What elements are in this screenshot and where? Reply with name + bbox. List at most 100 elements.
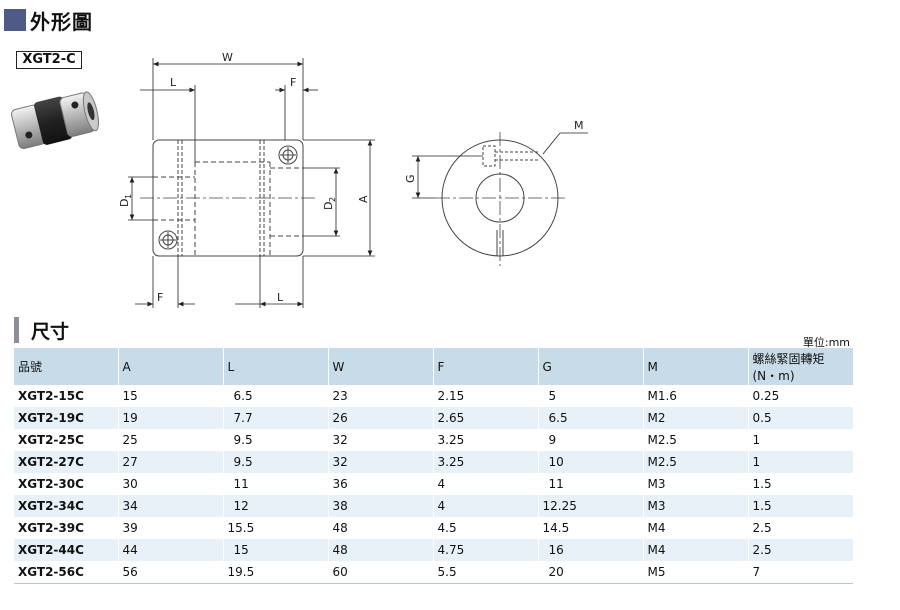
table-cell: 5 (537, 385, 643, 407)
section-title: 外形圖 (30, 9, 93, 34)
table-cell: 4.75 (432, 539, 538, 561)
svg-text:D: D (118, 199, 131, 207)
dimensions-header: 尺寸 (14, 313, 69, 343)
table-cell: 2.5 (747, 517, 853, 539)
column-header: G (537, 348, 643, 385)
table-cell: 32 (327, 451, 433, 473)
svg-text:D: D (322, 202, 335, 210)
dim-label-l-bottom: L (277, 291, 284, 304)
table-cell: 38 (327, 495, 433, 517)
part-number-cell: XGT2-30C (18, 477, 84, 491)
table-cell: 10 (537, 451, 643, 473)
model-label: XGT2-C (16, 51, 82, 69)
part-number-cell: XGT2-56C (14, 561, 118, 584)
table-cell: M2 (642, 407, 748, 429)
table-cell: 5.5 (432, 561, 538, 584)
table-cell: 1.5 (747, 495, 853, 517)
table-cell: M1.6 (642, 385, 748, 407)
table-cell: 9 (537, 429, 643, 451)
table-cell: 44 (117, 539, 223, 561)
table-cell: M3 (642, 473, 748, 495)
table-cell: 1 (747, 429, 853, 451)
table-cell: 48 (327, 517, 433, 539)
dim-label-m: M (574, 119, 584, 132)
svg-text:2: 2 (328, 197, 337, 202)
table-cell: 23 (327, 385, 433, 407)
table-cell: 19.5 (222, 561, 328, 584)
dim-label-d2: D 2 (322, 197, 337, 210)
table-cell: M4 (642, 539, 748, 561)
table-cell: 60 (327, 561, 433, 584)
part-number-cell: XGT2-39C (18, 521, 84, 535)
table-cell: 2.15 (432, 385, 538, 407)
table-cell: 16 (537, 539, 643, 561)
table-cell: 26 (327, 407, 433, 429)
table-cell: 2.65 (432, 407, 538, 429)
dimensions-marker-icon (14, 317, 19, 343)
table-cell: M4 (642, 517, 748, 539)
table-cell: 32 (327, 429, 433, 451)
table-cell: 7.7 (222, 407, 328, 429)
part-number-cell: XGT2-44C (14, 539, 118, 561)
table-cell: 27 (117, 451, 223, 473)
unit-note: 單位:mm (802, 336, 850, 349)
table-cell: 0.25 (747, 385, 853, 407)
part-number-cell: XGT2-34C (14, 495, 118, 517)
table-cell: 12 (222, 495, 328, 517)
dim-label-w: W (222, 51, 233, 64)
table-cell: 6.5 (537, 407, 643, 429)
column-header: W (327, 348, 433, 385)
table-cell: 25 (117, 429, 223, 451)
svg-text:1: 1 (124, 194, 133, 199)
table-cell: 19 (117, 407, 223, 429)
table-cell: 15 (117, 385, 223, 407)
table-cell: 2.5 (747, 539, 853, 561)
column-header: L (222, 348, 328, 385)
table-cell: M5 (642, 561, 748, 584)
table-cell: 11 (222, 473, 328, 495)
column-header: M (642, 348, 748, 385)
table-cell: 12.25 (537, 495, 643, 517)
table-cell: 20 (537, 561, 643, 584)
table-cell: 34 (117, 495, 223, 517)
table-cell: 39 (117, 517, 223, 539)
outline-drawing: W L F F L D 1 D 2 A G M (118, 51, 588, 308)
column-header: 螺絲緊固轉矩(N・m) (747, 348, 853, 385)
table-cell: 4 (432, 495, 538, 517)
dim-label-f-bottom: F (157, 291, 163, 304)
end-view (436, 132, 565, 266)
table-cell: 9.5 (222, 429, 328, 451)
column-header: 品號 (14, 348, 118, 385)
dim-label-a: A (357, 195, 370, 203)
table-cell: 3.25 (432, 451, 538, 473)
svg-text:G: G (404, 174, 417, 183)
side-view (140, 139, 315, 257)
table-cell: 36 (327, 473, 433, 495)
table-cell: 11 (537, 473, 643, 495)
part-number-cell: XGT2-27C (14, 451, 118, 473)
dimensions-title: 尺寸 (31, 321, 70, 343)
table-cell: 4 (432, 473, 538, 495)
table-cell: 1.5 (747, 473, 853, 495)
table-cell: 48 (327, 539, 433, 561)
product-photo (10, 91, 100, 150)
part-number-cell: XGT2-15C (18, 389, 84, 403)
table-cell: 14.5 (537, 517, 643, 539)
dim-label-d1: D 1 (118, 194, 133, 207)
column-header: F (432, 348, 538, 385)
table-cell: M2.5 (642, 451, 748, 473)
section-marker-icon (4, 9, 26, 31)
table-cell: 56 (117, 561, 223, 584)
table-cell: 6.5 (222, 385, 328, 407)
table-cell: 15.5 (222, 517, 328, 539)
dim-label-g: G (404, 174, 417, 183)
table-cell: 1 (747, 451, 853, 473)
